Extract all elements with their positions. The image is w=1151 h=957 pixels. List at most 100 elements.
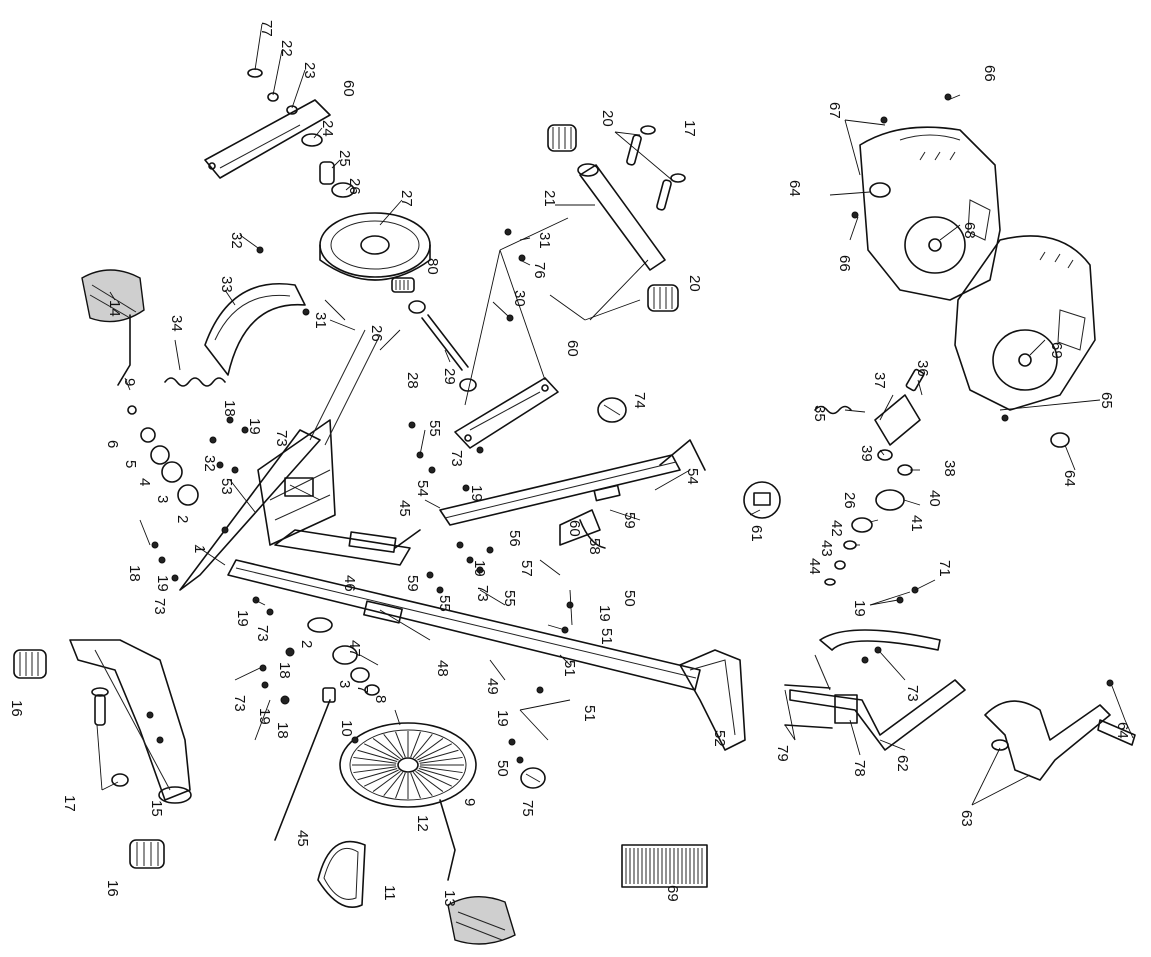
- part-label: 73: [273, 430, 290, 447]
- front-stabilizer: [679, 649, 746, 751]
- part-label: 29: [441, 368, 458, 385]
- flywheel: [339, 722, 477, 808]
- part-label: 45: [294, 830, 311, 847]
- side-shroud-upper: [859, 126, 1001, 301]
- resistance-pulley: [319, 212, 431, 281]
- part-label: 5: [122, 460, 139, 468]
- part-label: 69: [664, 885, 681, 902]
- small-hardware: [146, 93, 1009, 764]
- part-label: 66: [981, 65, 998, 82]
- part-label: 40: [926, 490, 943, 507]
- part-label: 51: [581, 705, 598, 722]
- part-label: 64: [1114, 722, 1131, 739]
- part-label: 62: [894, 755, 911, 772]
- part-label: 42: [828, 520, 845, 537]
- part-label: 51: [561, 660, 578, 677]
- part-label: 1: [191, 545, 208, 553]
- part-label: 43: [818, 540, 835, 557]
- part-label: 3: [336, 680, 353, 688]
- part-label: 7: [354, 685, 371, 693]
- handlebar-tube: [577, 163, 666, 271]
- end-cap-20-upper: [547, 124, 577, 152]
- part-label: 30: [511, 290, 528, 307]
- part-label: 64: [1061, 470, 1078, 487]
- part-label: 54: [414, 480, 431, 497]
- part-label: 2: [174, 515, 191, 523]
- part-label: 35: [811, 405, 828, 422]
- seat-post: [274, 529, 421, 566]
- part-label: 24: [319, 120, 336, 137]
- part-label: 60: [340, 80, 357, 97]
- part-label: 27: [398, 190, 415, 207]
- part-label: 46: [341, 575, 358, 592]
- part-label: 9: [121, 378, 138, 386]
- part-label: 73: [151, 598, 168, 615]
- part-label: 6: [104, 440, 121, 448]
- part-label: 59: [404, 575, 421, 592]
- part-label: 44: [806, 558, 823, 575]
- part-label: 18: [276, 662, 293, 679]
- part-label: 64: [786, 180, 803, 197]
- part-label: 25: [336, 150, 353, 167]
- part-label: 73: [474, 585, 491, 602]
- part-label: 55: [436, 595, 453, 612]
- part-label: 32: [228, 232, 245, 249]
- part-label: 20: [599, 110, 616, 127]
- seat-bracket: [559, 509, 606, 549]
- part-label: 34: [168, 315, 185, 332]
- part-label: 33: [218, 276, 235, 293]
- part-label: 26: [841, 492, 858, 509]
- part-label: 12: [414, 815, 431, 832]
- leader-lines: [96, 23, 1134, 806]
- part-label: 16: [8, 700, 25, 717]
- part-label: 71: [936, 560, 953, 577]
- rear-stabilizer: [69, 639, 192, 804]
- part-label: 28: [404, 372, 421, 389]
- upright-post: [179, 329, 381, 591]
- part-label: 18: [221, 400, 238, 417]
- knob-74: [597, 397, 627, 423]
- part-label: 2: [298, 640, 315, 648]
- handlebar-63: [984, 700, 1136, 781]
- upper-bearing-stack: [204, 68, 355, 198]
- part-label: 69: [1048, 342, 1065, 359]
- part-label: 80: [424, 258, 441, 275]
- part-label: 19: [154, 575, 171, 592]
- part-label: 31: [536, 232, 553, 249]
- part-label: 52: [711, 730, 728, 747]
- part-label: 39: [858, 445, 875, 462]
- part-label: 53: [218, 478, 235, 495]
- bracket-60-lower: [454, 377, 559, 449]
- part-label: 20: [686, 275, 703, 292]
- part-label: 68: [961, 222, 978, 239]
- tension-cable: [274, 687, 336, 841]
- seat-rail: [439, 439, 706, 526]
- part-label: 26: [368, 325, 385, 342]
- shroud-washers: [869, 182, 1070, 448]
- part-label: 65: [1098, 392, 1115, 409]
- bolts-17-upper: [626, 125, 686, 211]
- part-label: 16: [104, 880, 121, 897]
- part-label: 19: [256, 708, 273, 725]
- part-label: 79: [774, 745, 791, 762]
- part-label: 73: [254, 625, 271, 642]
- console-61: [743, 481, 781, 519]
- part-label: 13: [441, 890, 458, 907]
- drive-belt: [317, 840, 366, 908]
- part-label: 55: [501, 590, 518, 607]
- part-label: 10: [338, 720, 355, 737]
- part-label: 3: [154, 495, 171, 503]
- part-label: 31: [312, 312, 329, 329]
- part-label: 49: [484, 678, 501, 695]
- side-shroud-lower: [954, 235, 1096, 411]
- part-label: 48: [434, 660, 451, 677]
- part-label: 19: [234, 610, 251, 627]
- part-label: 58: [586, 538, 603, 555]
- part-label: 26: [346, 178, 363, 195]
- part-label: 51: [598, 628, 615, 645]
- part-label: 54: [684, 468, 701, 485]
- hub-hardware: [261, 608, 380, 744]
- part-label: 47: [346, 640, 363, 657]
- part-label: 41: [908, 515, 925, 532]
